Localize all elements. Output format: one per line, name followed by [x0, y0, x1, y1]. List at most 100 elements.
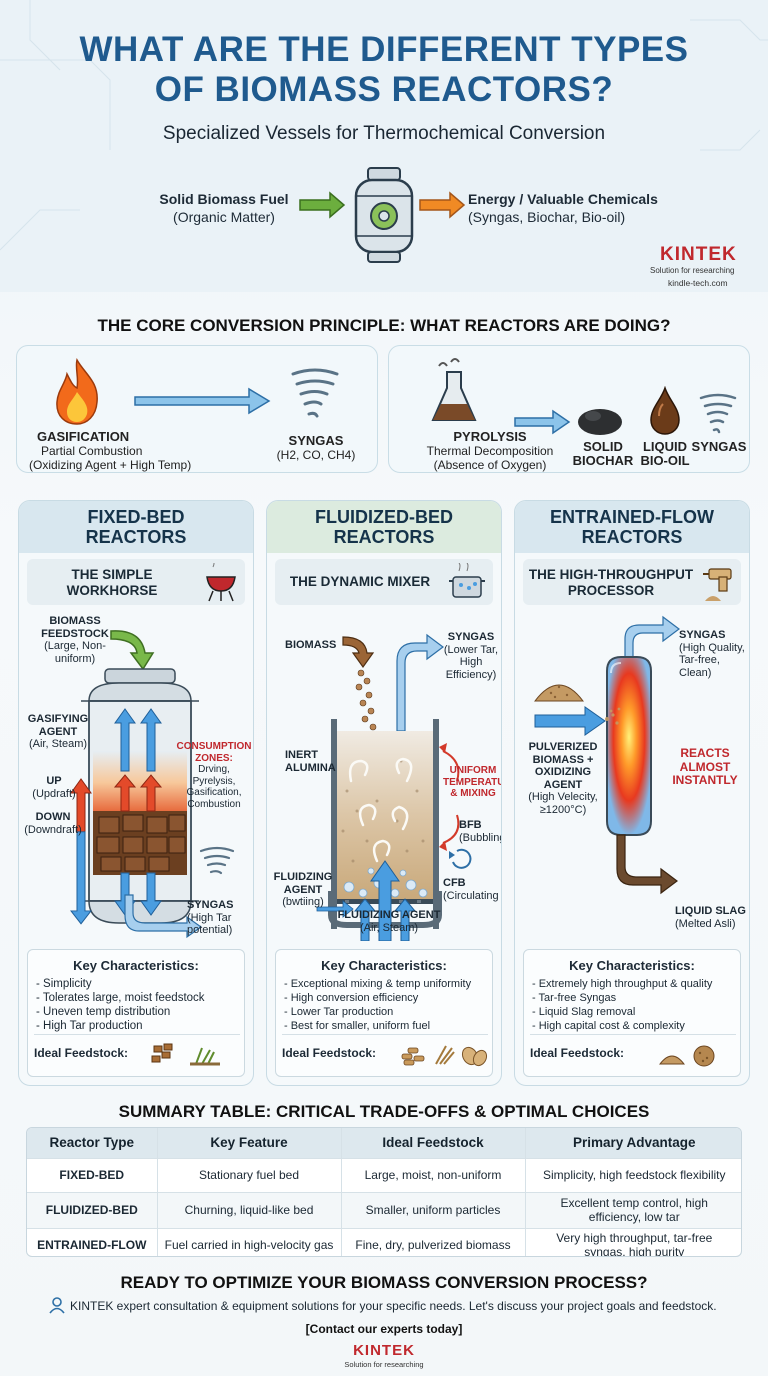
contact-link[interactable]: [Contact our experts today] [305, 1322, 463, 1336]
table-header: Reactor Type [27, 1128, 158, 1158]
ideal-feedstock-label: Ideal Feedstock: [530, 1046, 625, 1060]
fluidized-bed-subtitle: THE DYNAMIC MIXER [289, 574, 431, 589]
powder-icon [658, 1045, 715, 1067]
summary-table: Reactor Type Key Feature Ideal Feedstock… [26, 1127, 742, 1257]
fluidized-bed-diagram [316, 633, 472, 941]
fluid-key-characteristics: Key Characteristics: - Exceptional mixin… [275, 949, 493, 1077]
fluidized-bed-subtitle-box: THE DYNAMIC MIXER [275, 559, 493, 605]
tornado-icon [699, 393, 737, 434]
table-row: FIXED-BED Stationary fuel bed Large, moi… [27, 1157, 741, 1192]
ideal-feedstock-label: Ideal Feedstock: [282, 1046, 377, 1060]
cooking-pot-icon [449, 563, 485, 598]
kc-title: Key Characteristics: [321, 958, 447, 973]
bio-oil-label: LIQUID BIO-OIL [640, 439, 690, 468]
footer-tagline: Solution for researching [344, 1360, 424, 1369]
divider [34, 1034, 240, 1035]
tornado-icon [291, 368, 339, 418]
divider [530, 1034, 736, 1035]
kc-title: Key Characteristics: [73, 958, 199, 973]
entrained-key-characteristics: Key Characteristics: - Extremely high th… [523, 949, 741, 1077]
orange-arrow-icon [419, 191, 466, 219]
person-icon [49, 1297, 65, 1314]
page-subtitle: Specialized Vessels for Thermochemical C… [162, 123, 606, 144]
wood-chips-icon [151, 1043, 220, 1066]
green-arrow-icon [299, 191, 346, 219]
table-cell: Excellent temp control, high efficiency,… [525, 1191, 741, 1228]
brand-tagline: Solution for researching [650, 266, 735, 275]
summary-heading: SUMMARY TABLE: CRITICAL TRADE-OFFS & OPT… [118, 1102, 650, 1121]
blue-arrow-icon [514, 409, 571, 435]
biochar-label: SOLID BIOCHAR [572, 439, 634, 468]
kc-list: - Extremely high throughput & quality- T… [532, 978, 713, 1032]
brand-url[interactable]: kindle-tech.com [668, 278, 728, 288]
flame-icon [56, 358, 98, 425]
fluid-cfb-label: CFB(Circulating [443, 877, 499, 902]
cta-heading: READY TO OPTIMIZE YOUR BIOMASS CONVERSIO… [120, 1273, 648, 1292]
table-cell: FLUIDIZED-BED [27, 1191, 158, 1228]
table-header: Primary Advantage [525, 1128, 741, 1158]
biochar-icon [578, 409, 622, 435]
fluid-uniform-label: UNIFORMTEMPERATURE& MIXING [443, 765, 501, 799]
pellets-icon [401, 1045, 488, 1067]
footer-logo: KINTEK [353, 1342, 415, 1359]
page-title: WHAT ARE THE DIFFERENT TYPES OF BIOMASS … [79, 30, 689, 109]
entrained-syngas-label: SYNGAS(High Quality,Tar-free, Clean) [679, 629, 745, 679]
output-label: Energy / Valuable Chemicals (Syngas, Bio… [468, 191, 658, 225]
table-cell: Large, moist, non-uniform [341, 1157, 526, 1192]
grill-icon [206, 563, 236, 602]
table-cell: Fuel carried in high-velocity gas [157, 1227, 342, 1256]
fixed-downdraft-label: DOWN(Downdraft) [24, 811, 82, 836]
cta-text: KINTEK expert consultation & equipment s… [70, 1299, 717, 1313]
entrained-flow-diagram [533, 615, 680, 895]
table-row: FLUIDIZED-BED Churning, liquid-like bed … [27, 1191, 741, 1228]
blue-arrow-icon [134, 387, 271, 415]
gasification-panel: GASIFICATION Partial Combustion (Oxidizi… [16, 345, 378, 473]
fluid-biomass-label: BIOMASS [285, 639, 337, 651]
table-header: Ideal Feedstock [341, 1128, 526, 1158]
flask-icon [431, 358, 477, 421]
kc-list: - Exceptional mixing & temp uniformity- … [284, 978, 472, 1032]
table-cell: Smaller, uniform particles [341, 1191, 526, 1228]
table-cell: Very high throughput, tar-free syngas, h… [525, 1227, 741, 1256]
table-cell: Stationary fuel bed [157, 1157, 342, 1192]
fluid-agent-bottom-label: FLUIDIZING AGENT(Air, Steam) [337, 909, 441, 934]
divider [282, 1034, 488, 1035]
table-row: ENTRAINED-FLOW Fuel carried in high-velo… [27, 1227, 741, 1256]
table-header: Key Feature [157, 1128, 342, 1158]
bio-oil-drop-icon [650, 386, 680, 435]
kc-list: - Simplicity- Tolerates large, moist fee… [36, 978, 205, 1032]
fixed-updraft-label: UP(Updraft) [32, 775, 76, 800]
gasification-label: GASIFICATION Partial Combustion (Oxidizi… [29, 429, 192, 473]
ideal-feedstock-label: Ideal Feedstock: [34, 1046, 129, 1060]
table-cell: FIXED-BED [27, 1157, 158, 1192]
fixed-bed-diagram [70, 630, 235, 939]
input-label: Solid Biomass Fuel (Organic Matter) [159, 191, 289, 225]
table-cell: ENTRAINED-FLOW [27, 1227, 158, 1256]
table-cell: Churning, liquid-like bed [157, 1191, 342, 1228]
header: WHAT ARE THE DIFFERENT TYPES OF BIOMASS … [0, 0, 768, 292]
pyrolysis-label: PYROLYSIS Thermal Decomposition (Absence… [426, 429, 554, 473]
glue-gun-icon [703, 568, 732, 601]
syngas-product-label: SYNGAS (H2, CO, CH4) [276, 433, 356, 463]
fluid-bfb-label: BFB(Bubbling) [459, 819, 501, 844]
table-header-row: Reactor Type Key Feature Ideal Feedstock… [27, 1128, 741, 1158]
